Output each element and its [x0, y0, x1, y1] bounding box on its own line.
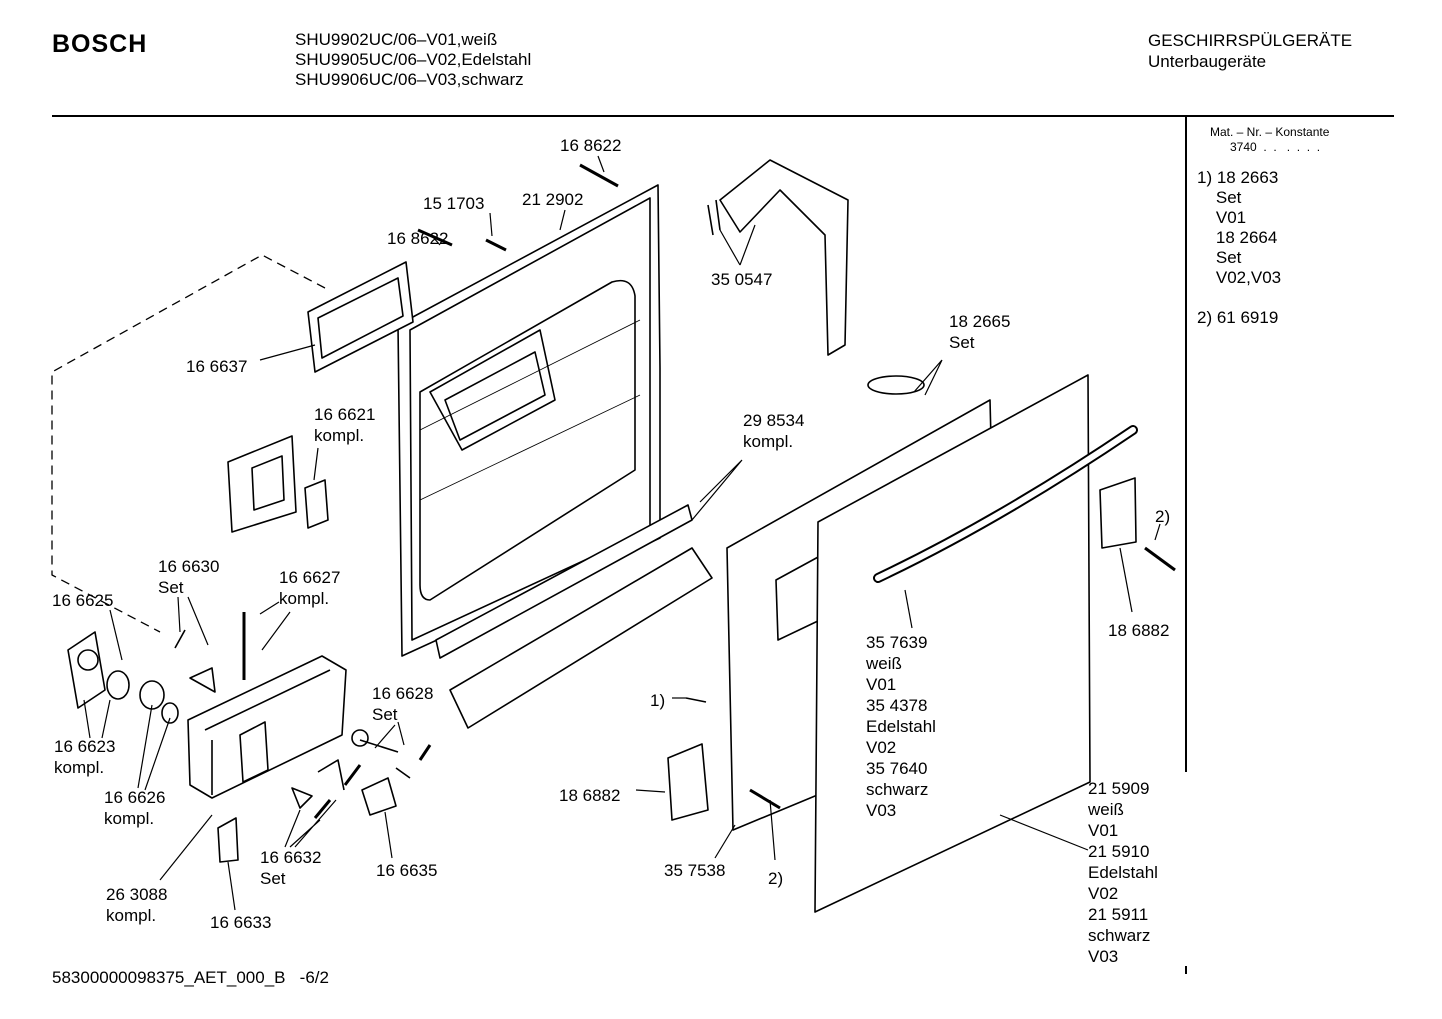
detergent-dispenser	[187, 655, 347, 799]
part-label: 16 6625	[52, 591, 114, 610]
part-label: 29 8534 kompl.	[743, 411, 805, 451]
hinge-cover-right	[1099, 477, 1137, 549]
part-label: 16 6626 kompl.	[104, 788, 166, 828]
part-label: 35 7538	[664, 861, 726, 880]
pin-icon	[749, 788, 781, 810]
part-label: 16 6633	[210, 913, 272, 932]
appliance-category: GESCHIRRSPÜLGERÄTE Unterbaugeräte	[1148, 31, 1353, 71]
sidebar-divider	[1185, 117, 1187, 772]
part-label: 16 8622	[560, 136, 622, 155]
hinge-cover-left	[667, 743, 709, 821]
part-label: 21 2902	[522, 190, 584, 209]
constant-heading: Mat. – Nr. – Konstante 3740 . . . . . .	[1210, 125, 1330, 154]
knob-icon	[685, 697, 707, 703]
document-code: 58300000098375_AET_000_B -6/2	[52, 968, 329, 987]
part-label: 2)	[768, 869, 784, 888]
part-label: 15 1703	[423, 194, 485, 213]
part-label: 21 5909 weiß V01 21 5910 Edelstahl V02 2…	[1088, 779, 1158, 966]
assembly-outline	[51, 254, 326, 633]
filter-cover	[227, 435, 329, 533]
part-label: 35 0547	[711, 270, 773, 289]
decor-front-panel	[814, 374, 1091, 913]
screw-icon	[417, 228, 453, 247]
screw-icon	[579, 163, 619, 188]
brand-logo: BOSCH	[52, 30, 148, 58]
part-label: 16 6621 kompl.	[314, 405, 376, 445]
model-list: SHU9902UC/06–V01,weiß SHU9905UC/06–V02,E…	[295, 30, 532, 89]
part-label: 16 6628 Set	[372, 684, 434, 724]
part-label: 18 6882	[1108, 621, 1170, 640]
part-label: 18 6882	[559, 786, 621, 805]
screw-icon	[485, 238, 507, 252]
hinge-bracket	[707, 159, 849, 356]
part-label: 18 2665 Set	[949, 312, 1011, 352]
part-label: 16 6623 kompl.	[54, 737, 116, 777]
header-divider	[52, 115, 1394, 117]
inner-door-liner	[397, 184, 661, 657]
part-label: 16 6627 kompl.	[279, 568, 341, 608]
handle-cap-set	[867, 375, 925, 395]
detergent-window-frame	[307, 261, 414, 373]
footnote-list: 1) 18 2663 Set V01 18 2664 Set V02,V03 2…	[1197, 168, 1282, 327]
dispenser-small-parts	[67, 612, 432, 863]
part-label: 16 6637	[186, 357, 248, 376]
part-label: 26 3088 kompl.	[106, 885, 168, 925]
part-label: 16 6630 Set	[158, 557, 220, 597]
part-label: 35 7639 weiß V01 35 4378 Edelstahl V02 3…	[866, 633, 936, 820]
part-label: 16 6632 Set	[260, 848, 322, 888]
part-label: 1)	[650, 691, 666, 710]
leader-lines	[83, 155, 1161, 911]
sidebar-tick	[1185, 966, 1187, 974]
part-label: 16 6635	[376, 861, 438, 880]
pin-icon	[1144, 546, 1176, 572]
part-label: 2)	[1155, 507, 1171, 526]
part-label: 16 8622	[387, 229, 449, 248]
